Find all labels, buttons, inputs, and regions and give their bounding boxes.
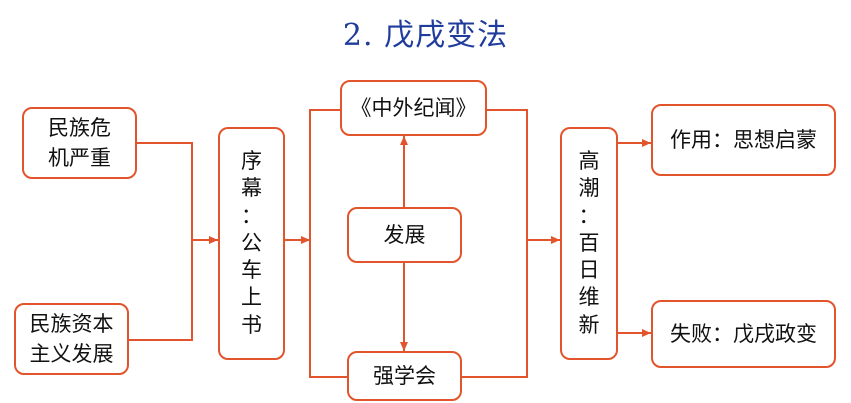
node-climax-char: 百	[578, 230, 600, 255]
node-climax: 高 潮 ： 百 日 维 新	[560, 127, 618, 360]
node-news-journal: 《中外纪闻》	[340, 80, 487, 136]
bracket-right	[462, 109, 528, 378]
connector-crisis	[137, 142, 193, 240]
node-capitalism-line2: 主义发展	[29, 342, 114, 366]
node-prelude-char: 幕	[241, 176, 262, 201]
node-capitalism-line1: 民族资本	[29, 311, 114, 336]
node-climax-char: ：	[578, 203, 600, 228]
node-effect-enlightenment: 作用：思想启蒙	[651, 104, 836, 176]
node-prelude-char: 序	[241, 148, 262, 173]
node-national-crisis: 民族危 机严重	[22, 107, 137, 179]
node-national-crisis-line1: 民族危	[48, 115, 111, 140]
node-prelude-char: 上	[241, 285, 262, 310]
node-prelude-char: ：	[241, 203, 262, 228]
node-climax-char: 潮	[578, 176, 600, 201]
page-title: 2. 戊戌变法	[342, 18, 509, 53]
node-strengthening-society: 强学会	[347, 351, 462, 401]
node-prelude-char: 书	[241, 312, 262, 337]
node-prelude-char: 车	[241, 258, 262, 283]
node-climax-char: 高	[578, 148, 600, 173]
node-climax-char: 日	[578, 258, 600, 283]
node-national-crisis-line2: 机严重	[48, 146, 111, 170]
node-development: 发展	[347, 207, 462, 263]
node-prelude: 序 幕 ： 公 车 上 书	[218, 127, 285, 360]
node-capitalism-development: 民族资本 主义发展	[14, 303, 129, 375]
node-prelude-char: 公	[241, 230, 262, 255]
bracket-left	[309, 109, 347, 378]
connector-capital	[129, 240, 193, 341]
node-climax-char: 新	[578, 312, 600, 337]
node-climax-char: 维	[578, 285, 600, 310]
node-failure-coup: 失败：戊戌政变	[651, 300, 836, 368]
